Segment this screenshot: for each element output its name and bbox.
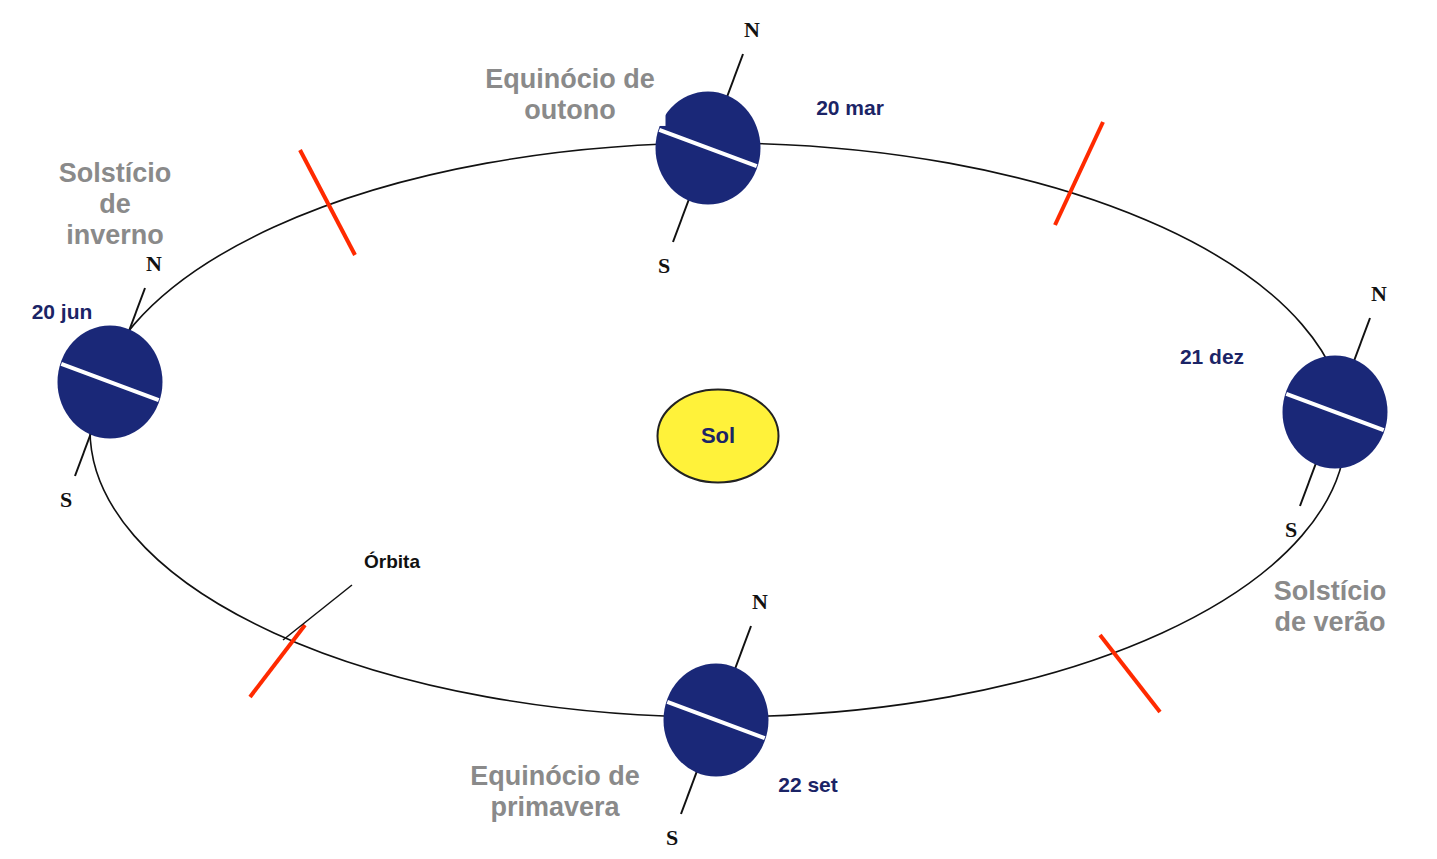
season-divider-ticks <box>250 122 1160 712</box>
season-label: Solstício de inverno <box>57 158 174 251</box>
equator-line <box>667 702 764 738</box>
date-label: 21 dez <box>1178 345 1246 369</box>
season-label: Equinócio de outono <box>475 64 666 126</box>
pole-label: N <box>146 251 162 277</box>
equator-line <box>1286 394 1383 430</box>
globe-shape <box>1282 355 1388 469</box>
globe-body <box>1283 356 1388 469</box>
season-divider <box>300 150 355 255</box>
earth-globe: Solstício de inverno20 junNS <box>57 325 163 439</box>
season-label: Equinócio de primavera <box>448 761 662 823</box>
globe-shape <box>57 325 163 439</box>
date-label: 20 mar <box>814 96 886 120</box>
pole-label: N <box>1371 281 1387 307</box>
earth-axes <box>75 54 1370 814</box>
sun-body <box>658 390 779 483</box>
date-label: 22 set <box>776 773 840 797</box>
date-label: 20 jun <box>30 300 95 324</box>
pole-label: S <box>658 253 670 279</box>
season-label: Solstício de verão <box>1272 576 1389 638</box>
pole-label: N <box>752 589 768 615</box>
globe-shape <box>655 91 761 205</box>
orbit-label: Órbita <box>364 551 420 573</box>
globe-body <box>58 326 163 439</box>
pole-label: S <box>1285 517 1297 543</box>
equator-line <box>659 130 756 166</box>
globe-body <box>664 664 769 777</box>
globe-shape <box>663 663 769 777</box>
earth-globe: Equinócio de primavera22 setNS <box>663 663 769 777</box>
season-divider <box>1055 122 1103 225</box>
pole-label: S <box>60 487 72 513</box>
leader-line <box>283 585 352 640</box>
earth-globe: Equinócio de outono20 marNS <box>655 91 761 205</box>
earth-globe: Solstício de verão21 dezNS <box>1282 355 1388 469</box>
orbit-line <box>90 143 1346 717</box>
season-divider <box>250 625 305 697</box>
sun-label: Sol <box>701 423 735 449</box>
pole-label: N <box>744 17 760 43</box>
pole-label: S <box>666 825 678 851</box>
sun-circle: Sol <box>656 388 780 484</box>
equator-line <box>61 364 158 400</box>
globe-body <box>656 92 761 205</box>
season-divider <box>1100 635 1160 712</box>
